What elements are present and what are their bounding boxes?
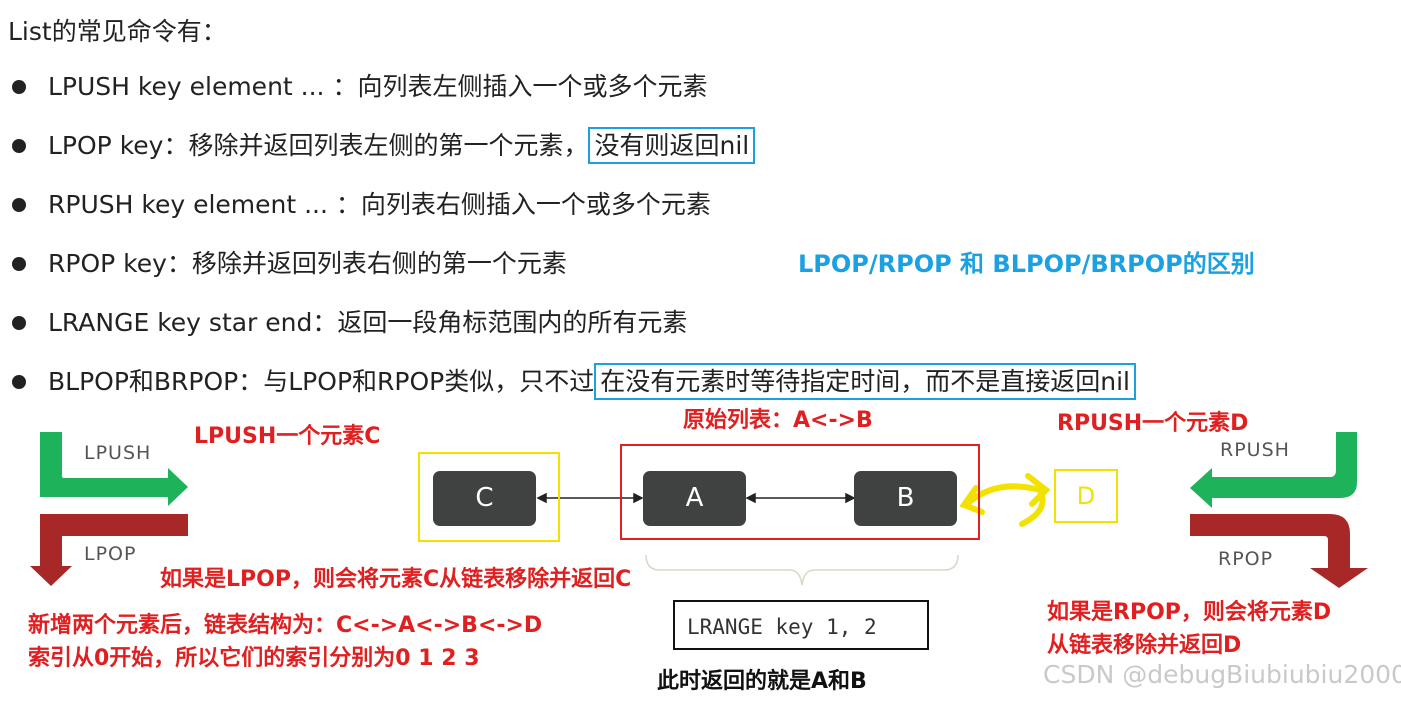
connector-b-d-icon bbox=[959, 473, 1051, 527]
new-element-c-box bbox=[418, 452, 560, 542]
rpop-note-line1: 如果是RPOP，则会将元素D bbox=[1047, 600, 1332, 625]
lpush-label: LPUSH bbox=[84, 442, 152, 464]
command-text: LRANGE key star end：返回一段角标范围内的所有元素 bbox=[48, 308, 688, 337]
node-b: B bbox=[854, 471, 957, 526]
bullet-icon bbox=[12, 198, 26, 212]
rpush-caption: RPUSH一个元素D bbox=[1057, 411, 1249, 436]
node-d: D bbox=[1054, 469, 1118, 523]
original-list-box bbox=[620, 444, 980, 540]
watermark: CSDN @debugBiubiubiu2000 bbox=[1043, 660, 1401, 689]
highlight-box: 在没有元素时等待指定时间，而不是直接返回nil bbox=[594, 363, 1136, 400]
range-brace bbox=[645, 554, 959, 586]
bullet-icon bbox=[12, 375, 26, 389]
lpop-note: 如果是LPOP，则会将元素C从链表移除并返回C bbox=[160, 567, 632, 592]
rpop-note-line2: 从链表移除并返回D bbox=[1047, 633, 1242, 658]
lpop-label: LPOP bbox=[84, 543, 137, 565]
index-note: 索引从0开始，所以它们的索引分别为0 1 2 3 bbox=[28, 646, 480, 671]
command-text: RPUSH key element ... ：向列表右侧插入一个或多个元素 bbox=[48, 190, 711, 219]
command-text: LPOP key：移除并返回列表左侧的第一个元素， bbox=[48, 131, 589, 160]
command-text: RPOP key：移除并返回列表右侧的第一个元素 bbox=[48, 249, 567, 278]
lpush-caption: LPUSH一个元素C bbox=[194, 424, 381, 449]
bullet-icon bbox=[12, 316, 26, 330]
highlight-box: 没有则返回nil bbox=[588, 127, 756, 164]
structure-note: 新增两个元素后，链表结构为：C<->A<->B<->D bbox=[28, 613, 543, 638]
lrange-code-box: LRANGE key 1, 2 bbox=[673, 600, 929, 650]
rpush-label: RPUSH bbox=[1220, 439, 1290, 461]
node-a: A bbox=[643, 471, 746, 526]
rpop-label: RPOP bbox=[1218, 548, 1274, 570]
lpop-arrow-icon bbox=[30, 514, 188, 586]
lpush-arrow-icon bbox=[40, 432, 188, 506]
connector-a-b bbox=[745, 492, 856, 504]
rpush-arrow-icon bbox=[1190, 432, 1357, 508]
command-text: LPUSH key element ... ：向列表左侧插入一个或多个元素 bbox=[48, 72, 708, 101]
bullet-icon bbox=[12, 139, 26, 153]
bullet-icon bbox=[12, 80, 26, 94]
lrange-result: 此时返回的就是A和B bbox=[657, 669, 867, 694]
bullet-icon bbox=[12, 257, 26, 271]
difference-note: LPOP/RPOP 和 BLPOP/BRPOP的区别 bbox=[798, 250, 1255, 278]
rpop-arrow-icon bbox=[1190, 514, 1368, 588]
original-list-caption: 原始列表：A<->B bbox=[683, 408, 873, 433]
node-c: C bbox=[433, 471, 536, 526]
command-text: BLPOP和BRPOP：与LPOP和RPOP类似，只不过 bbox=[48, 367, 595, 396]
page-title: List的常见命令有： bbox=[8, 17, 227, 46]
